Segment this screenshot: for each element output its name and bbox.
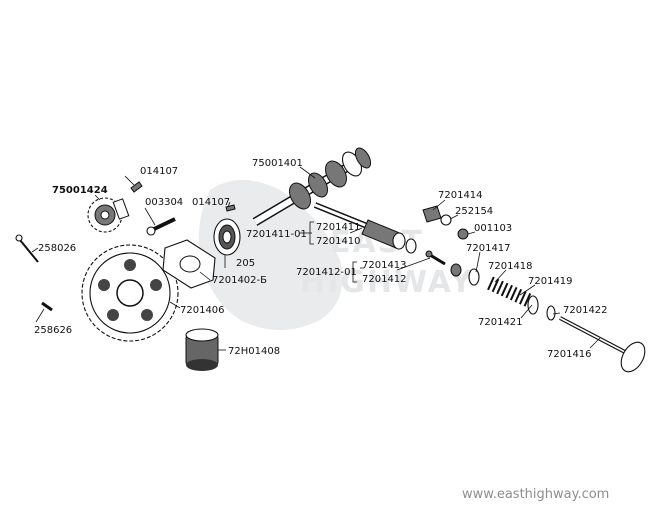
- footer-url: www.easthighway.com: [462, 487, 609, 502]
- watermark: EAST HIGHWAY: [198, 180, 474, 330]
- bearing-205: [213, 218, 241, 256]
- nut-001103: [457, 228, 469, 240]
- tappet-7201410: [361, 219, 417, 254]
- gear-72h01408: [185, 328, 219, 371]
- label-7201406: 7201406: [180, 305, 225, 316]
- label-72h01408: 72H01408: [228, 346, 280, 357]
- label-001103: 001103: [474, 223, 512, 234]
- label-7201413: 7201413: [362, 260, 407, 271]
- leader-lines: [31, 166, 601, 351]
- label-252154: 252154: [455, 206, 493, 217]
- label-7201414: 7201414: [438, 190, 483, 201]
- part-labels: 75001401 75001424 014107 003304 014107 2…: [34, 158, 608, 360]
- label-7201411-01: 7201411-01: [246, 229, 307, 240]
- watermark-line2: HIGHWAY: [300, 265, 474, 300]
- rocker-7201411: [313, 202, 374, 231]
- label-7201412-01: 7201412-01: [296, 267, 357, 278]
- label-7201419: 7201419: [528, 276, 573, 287]
- large-gear: [81, 244, 179, 342]
- label-7201417: 7201417: [466, 243, 511, 254]
- label-258026: 258026: [38, 243, 76, 254]
- label-7201422: 7201422: [563, 305, 608, 316]
- washer-252154: [440, 214, 452, 226]
- valve-assembly: [450, 263, 646, 373]
- label-75001424: 75001424: [52, 185, 108, 196]
- bolt-7201413: [425, 250, 446, 266]
- label-7201412: 7201412: [362, 274, 407, 285]
- label-014107-top: 014107: [140, 166, 178, 177]
- key-014107-top: [130, 181, 143, 193]
- label-7201411: 7201411: [316, 222, 361, 233]
- label-014107-mid: 014107: [192, 197, 230, 208]
- label-7201410: 7201410: [316, 236, 361, 247]
- label-258626: 258626: [34, 325, 72, 336]
- label-7201402b: 7201402-Б: [212, 275, 267, 286]
- pin-258626: [41, 301, 53, 312]
- flange-7201402b: [162, 239, 216, 289]
- label-75001401: 75001401: [252, 158, 303, 169]
- label-7201416: 7201416: [547, 349, 592, 360]
- label-205: 205: [236, 258, 255, 269]
- screw-003304: [146, 217, 176, 236]
- label-7201421: 7201421: [478, 317, 523, 328]
- label-003304: 003304: [145, 197, 183, 208]
- label-7201418: 7201418: [488, 261, 533, 272]
- cotter-pin-258026: [15, 234, 39, 263]
- plate-7201414: [422, 205, 442, 223]
- small-gear: [87, 197, 130, 233]
- camshaft: [252, 147, 372, 226]
